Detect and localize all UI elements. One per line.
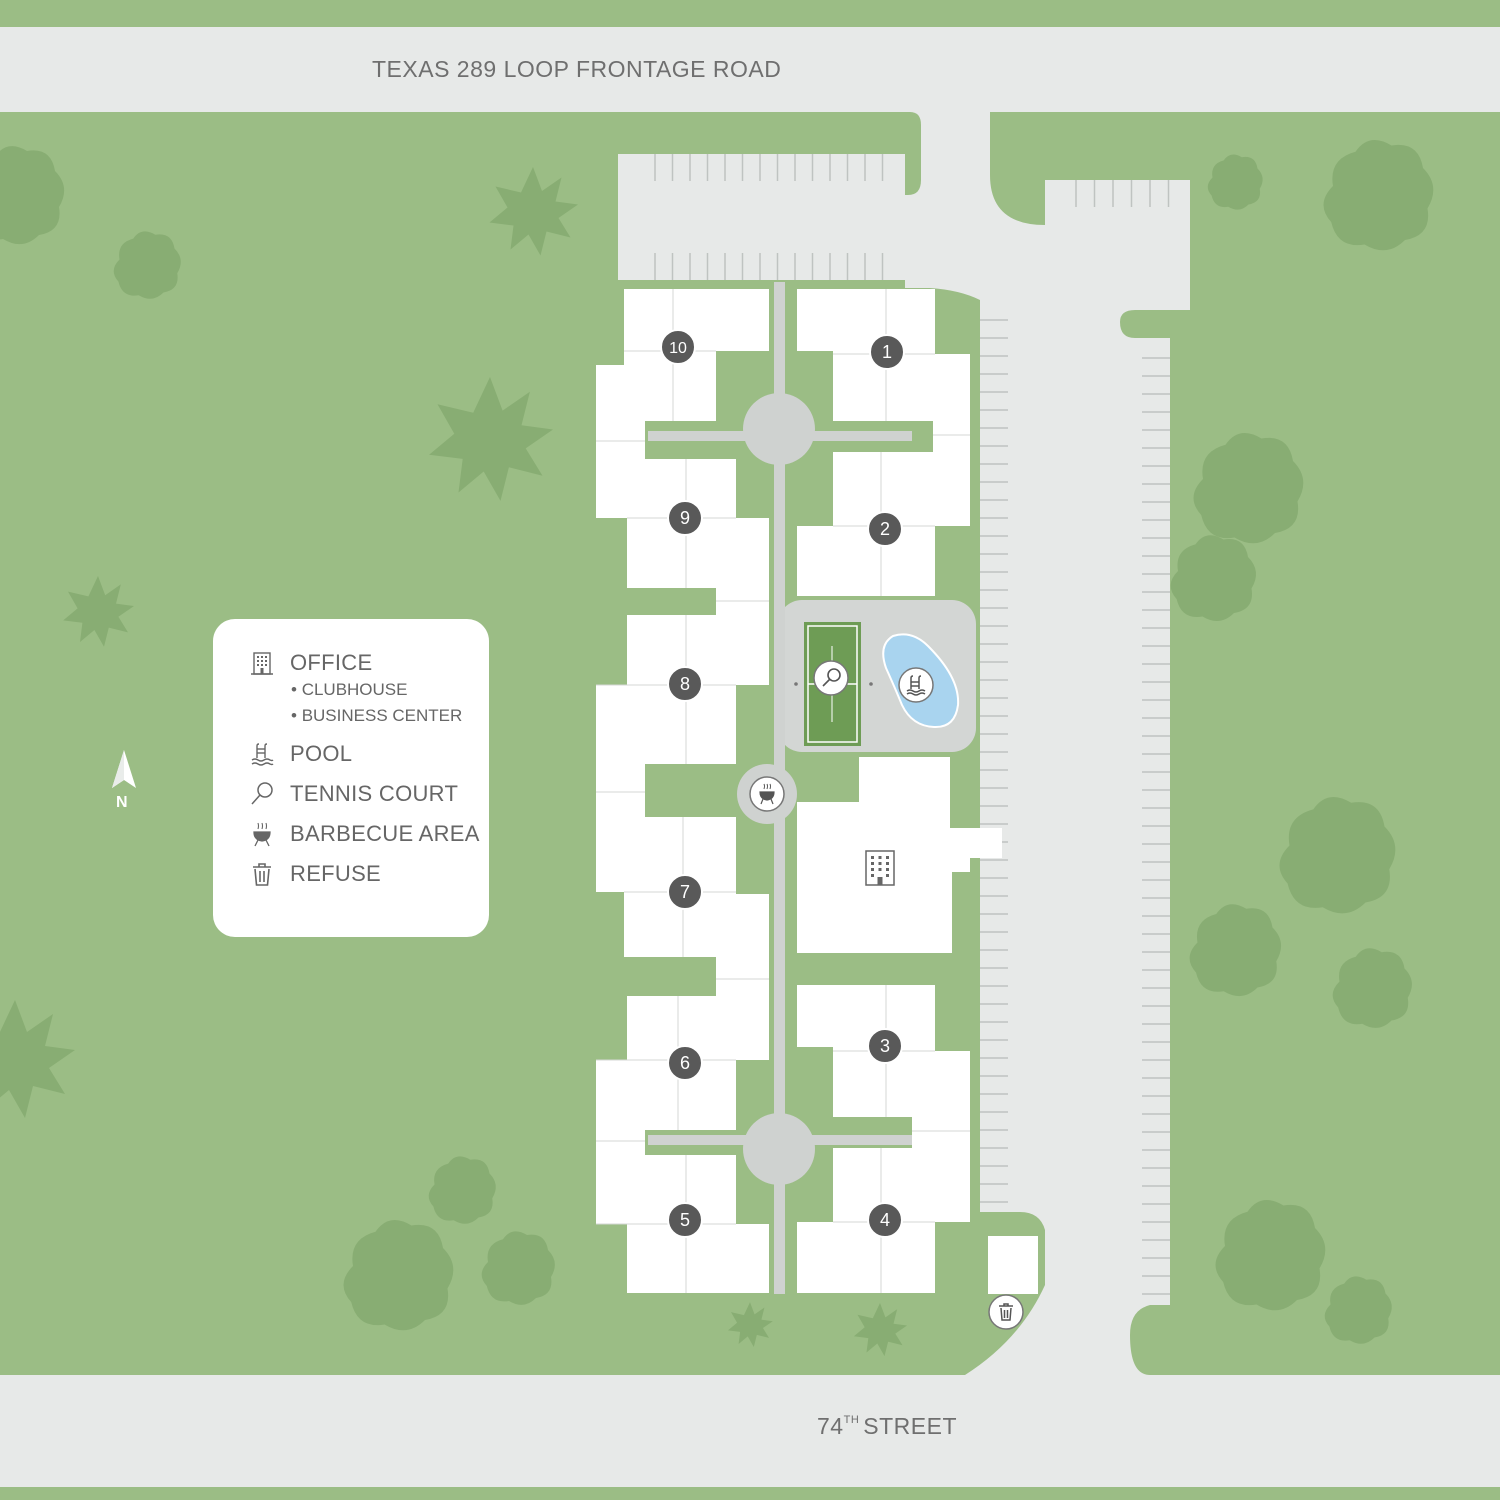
building-number-marker: 1 [869, 334, 905, 370]
south-street-word: STREET [863, 1413, 957, 1439]
legend-label-refuse: REFUSE [290, 861, 382, 886]
building-number-marker: 9 [667, 500, 703, 536]
legend-item-refuse: REFUSE [249, 861, 381, 887]
building-number-marker: 3 [867, 1028, 903, 1064]
building-number-marker: 10 [660, 329, 696, 365]
main-drive [905, 112, 1190, 1375]
building-number-label: 10 [669, 340, 687, 357]
building-number-label: 2 [880, 519, 890, 539]
building-number-label: 8 [680, 674, 690, 694]
building-marker-circle [867, 1028, 903, 1064]
office-building-icon [249, 650, 275, 676]
amenity-markers [749, 660, 1024, 1330]
north-roundabout [743, 393, 815, 465]
legend-subitem: • BUSINESS CENTER [291, 706, 463, 725]
building-number-marker: 6 [667, 1045, 703, 1081]
legend-item-tennis-court: TENNIS COURT [249, 781, 458, 807]
south-road [0, 1375, 1500, 1487]
building-markers: 10 1 9 2 8 7 3 6 5 4 [660, 329, 905, 1238]
south-street-number: 74 [817, 1413, 844, 1439]
building-marker-circle [660, 329, 696, 365]
building-number-label: 9 [680, 508, 690, 528]
grill-icon [759, 783, 775, 805]
tennis-racket-icon [249, 781, 275, 807]
refuse-enclosure [988, 1236, 1038, 1294]
drive-island [905, 112, 921, 195]
tennis-racket-icon [822, 668, 841, 687]
legend-subitem-business-center: BUSINESS CENTER [301, 706, 463, 725]
building-marker-circle [667, 1045, 703, 1081]
barbecue-marker [749, 776, 785, 812]
office-building [797, 757, 1002, 953]
parking-stripes [654, 154, 1170, 1295]
legend-item-pool: POOL [249, 741, 352, 767]
compass-label: N [116, 794, 128, 811]
office-building-icon [865, 850, 895, 886]
south-roundabout [743, 1113, 815, 1185]
building-number-label: 4 [880, 1210, 890, 1230]
building-marker-circle [667, 874, 703, 910]
buildings [596, 289, 1038, 1294]
building-number-label: 3 [880, 1036, 890, 1056]
building-number-marker: 7 [667, 874, 703, 910]
grill-icon [249, 821, 275, 847]
building-marker-circle [869, 334, 905, 370]
building-marker-circle [667, 500, 703, 536]
refuse-marker [988, 1294, 1024, 1330]
north-arrow-icon [112, 750, 136, 788]
building-marker-circle [667, 1202, 703, 1238]
office-marker [865, 850, 895, 886]
south-street-superscript: TH [844, 1414, 860, 1426]
north-parking-lot [618, 154, 905, 280]
building-number-marker: 4 [867, 1202, 903, 1238]
building-number-marker: 8 [667, 666, 703, 702]
building-number-marker: 2 [867, 511, 903, 547]
building-number-label: 6 [680, 1053, 690, 1073]
legend-label-barbecue-area: BARBECUE AREA [290, 821, 480, 846]
legend-label-tennis-court: TENNIS COURT [290, 781, 459, 806]
building-marker-circle [867, 511, 903, 547]
north-street-label: TEXAS 289 LOOP FRONTAGE ROAD [372, 56, 781, 82]
legend-item-office: OFFICE [249, 650, 372, 676]
legend-subitem-clubhouse: CLUBHOUSE [301, 680, 408, 699]
north-road [0, 27, 1500, 112]
compass: N [108, 750, 140, 820]
building-number-marker: 5 [667, 1202, 703, 1238]
building-10 [596, 289, 769, 441]
tennis-marker [813, 660, 849, 696]
trash-can-icon [999, 1303, 1013, 1321]
legend-label-pool: POOL [290, 741, 353, 766]
roads [0, 27, 1500, 1487]
building-number-label: 7 [680, 882, 690, 902]
trash-can-icon [249, 861, 275, 887]
building-marker-circle [667, 666, 703, 702]
drive-islands [905, 112, 921, 195]
pool-ladder-icon [249, 741, 275, 767]
building-number-label: 1 [882, 342, 892, 362]
legend-label-office: OFFICE [290, 650, 373, 675]
legend: OFFICE • CLUBHOUSE • BUSINESS CENTER POO… [213, 619, 489, 937]
legend-subitem: • CLUBHOUSE [291, 680, 408, 699]
building-number-label: 5 [680, 1210, 690, 1230]
legend-item-barbecue-area: BARBECUE AREA [249, 821, 480, 847]
pool-ladder-icon [906, 675, 926, 696]
pool-marker [898, 667, 934, 703]
building-marker-circle [867, 1202, 903, 1238]
